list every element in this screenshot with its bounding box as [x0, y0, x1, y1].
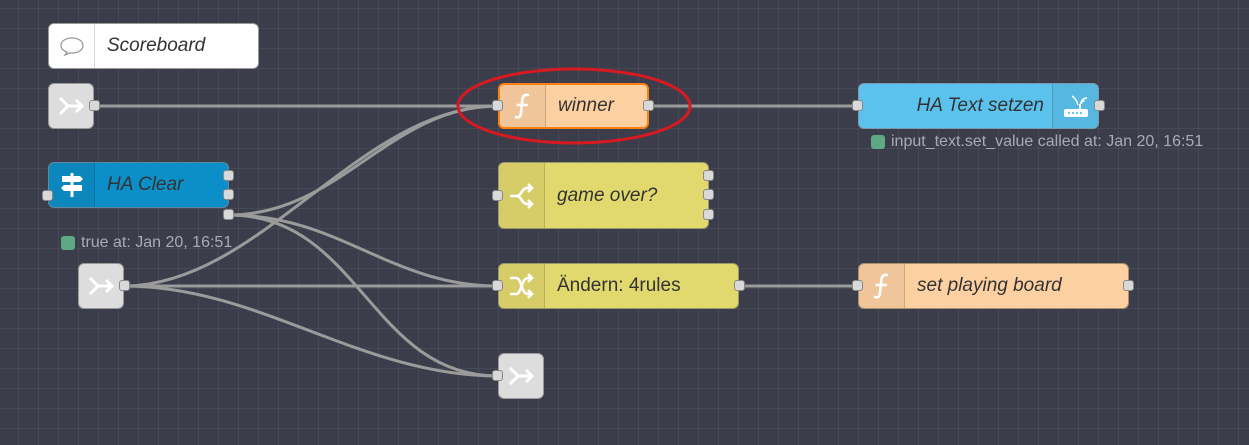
- node-label: set playing board: [917, 275, 1062, 296]
- input-port[interactable]: [492, 100, 503, 111]
- highlight-ellipse: [456, 67, 692, 145]
- input-port[interactable]: [852, 100, 863, 111]
- output-port[interactable]: [119, 280, 130, 291]
- input-port[interactable]: [492, 280, 503, 291]
- node-label: winner: [558, 95, 614, 116]
- signpost-icon: [49, 163, 95, 207]
- switch-icon: [499, 163, 545, 228]
- link-in-icon: [58, 96, 85, 116]
- node-ha-text-setzen[interactable]: HA Text setzen: [858, 83, 1099, 129]
- link-out-icon: [508, 366, 535, 386]
- wire-linkin2-linkout: [122, 284, 500, 378]
- output-port[interactable]: [1094, 100, 1105, 111]
- output-port-3[interactable]: [223, 209, 234, 220]
- node-label: game over?: [557, 184, 658, 206]
- output-port-1[interactable]: [703, 170, 714, 181]
- link-in-icon: [88, 276, 115, 296]
- input-port[interactable]: [852, 280, 863, 291]
- status-ha-text: input_text.set_value called at: Jan 20, …: [871, 133, 1203, 151]
- router-icon: [1052, 84, 1098, 128]
- node-set-playing-board[interactable]: set playing board: [858, 263, 1129, 309]
- node-label: Ändern: 4rules: [557, 275, 681, 296]
- output-port-2[interactable]: [703, 189, 714, 200]
- node-label: HA Clear: [107, 174, 184, 195]
- node-scoreboard[interactable]: Scoreboard: [48, 23, 259, 69]
- node-link-out[interactable]: [498, 353, 544, 399]
- node-label: Scoreboard: [107, 35, 206, 56]
- input-port[interactable]: [42, 190, 53, 201]
- status-dot: [871, 135, 885, 149]
- status-text: true at: Jan 20, 16:51: [81, 234, 233, 251]
- output-port-3[interactable]: [703, 209, 714, 220]
- input-port[interactable]: [492, 190, 503, 201]
- node-aendern-4rules[interactable]: Ändern: 4rules: [498, 263, 739, 309]
- output-port[interactable]: [734, 280, 745, 291]
- input-port[interactable]: [492, 370, 503, 381]
- node-ha-clear[interactable]: HA Clear: [48, 162, 229, 208]
- node-link-in-2[interactable]: [78, 263, 124, 309]
- node-label: HA Text setzen: [916, 95, 1044, 116]
- change-icon: [499, 264, 545, 308]
- wire-haclear-winner: [227, 104, 500, 217]
- output-port[interactable]: [1123, 280, 1134, 291]
- status-dot: [61, 236, 75, 250]
- output-port-1[interactable]: [223, 170, 234, 181]
- comment-icon: [49, 24, 95, 68]
- output-port-2[interactable]: [223, 189, 234, 200]
- status-text: input_text.set_value called at: Jan 20, …: [891, 133, 1204, 150]
- function-icon: [859, 264, 905, 308]
- status-ha-clear: true at: Jan 20, 16:51: [61, 234, 232, 252]
- output-port[interactable]: [89, 100, 100, 111]
- function-icon: [500, 85, 546, 127]
- output-port[interactable]: [643, 100, 654, 111]
- node-game-over[interactable]: game over?: [498, 162, 709, 229]
- node-link-in-1[interactable]: [48, 83, 94, 129]
- node-winner[interactable]: winner: [498, 83, 649, 129]
- wire-haclear-aendern: [227, 213, 500, 288]
- wire-linkin2-winner: [122, 104, 500, 288]
